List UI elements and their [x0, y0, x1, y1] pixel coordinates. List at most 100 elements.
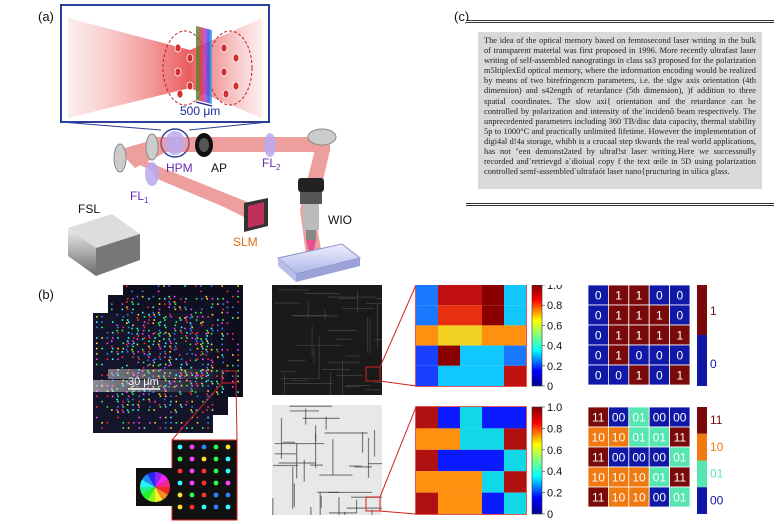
heatmap-cell: [482, 365, 504, 386]
dot: [175, 358, 178, 360]
grid-cell-label: 1: [676, 369, 683, 383]
dot: [148, 393, 150, 395]
dot: [132, 409, 134, 411]
dot: [126, 319, 129, 321]
dot: [143, 326, 146, 329]
dot: [169, 361, 171, 364]
grid-cell-label: 0: [595, 309, 602, 323]
dot: [221, 333, 223, 335]
dot: [191, 406, 193, 408]
dot: [138, 406, 140, 408]
dot: [168, 306, 170, 309]
dot: [121, 329, 124, 332]
dot: [189, 359, 192, 362]
dot: [122, 406, 125, 408]
dot: [148, 345, 150, 348]
dot: [190, 393, 193, 395]
heatmap-cell: [504, 365, 526, 386]
wheel-segment: [142, 487, 155, 500]
dot: [206, 340, 208, 342]
dot: [137, 313, 140, 316]
dot: [232, 375, 234, 377]
dot: [147, 354, 149, 356]
dot: [173, 327, 176, 330]
dot: [179, 308, 182, 311]
dot: [132, 393, 134, 395]
dot: [152, 322, 155, 324]
dot: [189, 348, 192, 351]
dot: [194, 311, 197, 314]
dot: [147, 359, 149, 362]
heatmap-cell: [438, 365, 460, 386]
dot: [149, 406, 151, 408]
grid-cell-label: 11: [592, 451, 605, 465]
dot: [169, 335, 171, 337]
dot: [211, 324, 214, 327]
dot: [186, 331, 188, 334]
dot: [111, 340, 113, 342]
dot: [202, 427, 204, 429]
dot: [177, 504, 183, 510]
grid-cell: [669, 364, 691, 386]
colorbar-tick-label: 1.0: [547, 285, 562, 292]
dot: [191, 326, 193, 329]
dot: [190, 313, 193, 316]
dot: [225, 480, 231, 486]
heatmap-cell: [482, 345, 504, 366]
dot: [132, 404, 134, 406]
dot: [164, 395, 167, 398]
dot: [131, 343, 133, 346]
dot: [237, 370, 239, 372]
dot: [217, 324, 219, 327]
heatmap-cell: [460, 305, 482, 326]
dot: [232, 306, 234, 309]
dot: [147, 306, 149, 309]
dot: [148, 335, 150, 337]
dot: [221, 343, 223, 346]
dot: [232, 364, 234, 367]
dot: [143, 321, 146, 323]
dot: [159, 416, 162, 419]
dot: [164, 363, 167, 366]
grid-cell-label: 01: [632, 411, 646, 425]
dot: [101, 316, 103, 318]
dot: [210, 285, 213, 287]
dot: [142, 393, 145, 395]
dot: [152, 306, 155, 309]
dot: [175, 347, 178, 350]
heatmap-cell: [416, 407, 438, 429]
dot: [196, 416, 199, 419]
dot: [225, 468, 231, 474]
heatmap-cell: [504, 471, 526, 493]
dot: [138, 427, 140, 429]
dot: [184, 317, 186, 319]
dot: [126, 308, 129, 311]
dot: [143, 427, 146, 429]
heatmap-cell: [504, 407, 526, 429]
dot: [96, 395, 98, 398]
dot: [169, 340, 171, 342]
dot: [149, 353, 151, 355]
heatmap-cell: [504, 428, 526, 450]
dot: [194, 359, 197, 362]
dot: [137, 329, 140, 332]
dot: [158, 356, 161, 358]
colorbar-tick-label: 0: [547, 381, 553, 393]
legend-swatch: [697, 487, 707, 514]
dot: [122, 316, 125, 318]
wheel-segment: [142, 474, 155, 487]
dot: [148, 398, 150, 401]
dot: [216, 391, 218, 393]
dot: [164, 356, 166, 358]
dot: [207, 406, 209, 408]
dot: [202, 342, 204, 345]
dot: [225, 492, 231, 498]
grid-cell-label: 1: [615, 309, 622, 323]
heatmap-cell: [438, 325, 460, 346]
dot: [116, 329, 118, 332]
dot: [142, 361, 145, 364]
dot: [116, 313, 118, 316]
colorbar-tick-label: 0.2: [547, 488, 562, 500]
dot: [143, 353, 146, 355]
dot: [142, 398, 145, 401]
